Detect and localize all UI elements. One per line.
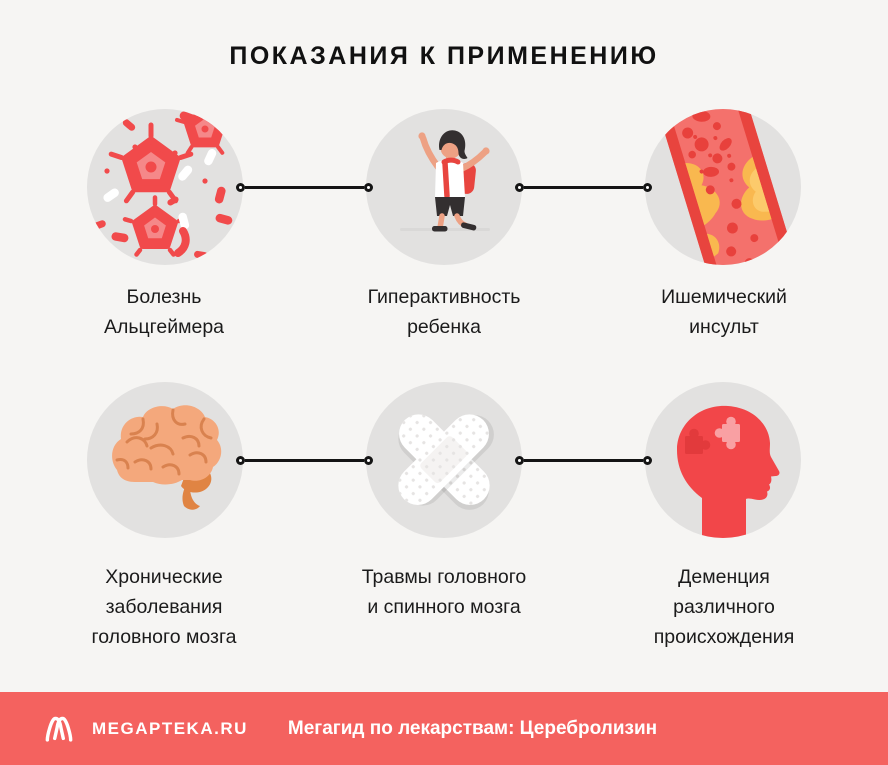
item-label-hyperactivity: Гиперактивность ребенка [367,286,521,338]
head-puzzle-icon [677,405,780,538]
item-hyperactivity [366,109,522,265]
connector-ring [236,182,245,192]
labels-row-2: Хронические заболевания головного мозга … [0,562,888,652]
connector [236,455,373,465]
item-label-dementia: Деменция различного происхождения [653,566,795,648]
footer-tagline: Мегагид по лекарствам: Церебролизин [287,717,658,739]
connector-ring [515,182,524,192]
connector-ring [643,455,652,465]
connector-line [245,185,364,189]
item-label-chronic: Хронические заболевания головного мозга [91,566,237,648]
icons-row-1 [0,109,888,265]
footer: MEGAPTEKA.RU Мегагид по лекарствам: Цере… [0,692,888,765]
connector-ring [364,182,373,192]
item-label-alzheimer: Болезнь Альцгеймера [103,286,225,338]
icons-row-2 [0,382,888,538]
blood-vessel-icon [653,109,801,265]
footer-brand: MEGAPTEKA.RU [92,718,248,738]
item-dementia [645,382,801,538]
connector-ring [643,182,652,192]
item-stroke [645,109,801,265]
labels-row-1: Болезнь Альцгеймера Гиперактивность ребе… [0,282,888,342]
connector-line [524,185,643,189]
item-label-stroke: Ишемический инсульт [661,286,787,338]
child-icon [400,130,490,232]
item-chronic [87,382,243,538]
connector-ring [236,455,245,465]
connector-line [245,458,364,462]
item-label-trauma: Травмы головного и спинного мозга [361,566,527,618]
item-trauma [366,382,522,538]
connector-ring [364,455,373,465]
bandages-icon [398,414,494,510]
page-title: ПОКАЗАНИЯ К ПРИМЕНЕНИЮ [229,42,659,70]
megapteka-logo-icon [45,716,73,742]
connector-ring [515,455,524,465]
connector [236,182,373,192]
microbes-icon [92,109,235,260]
connector [515,455,652,465]
connector-line [524,458,643,462]
connector [515,182,652,192]
item-alzheimer [87,109,243,265]
brain-icon [112,405,222,510]
